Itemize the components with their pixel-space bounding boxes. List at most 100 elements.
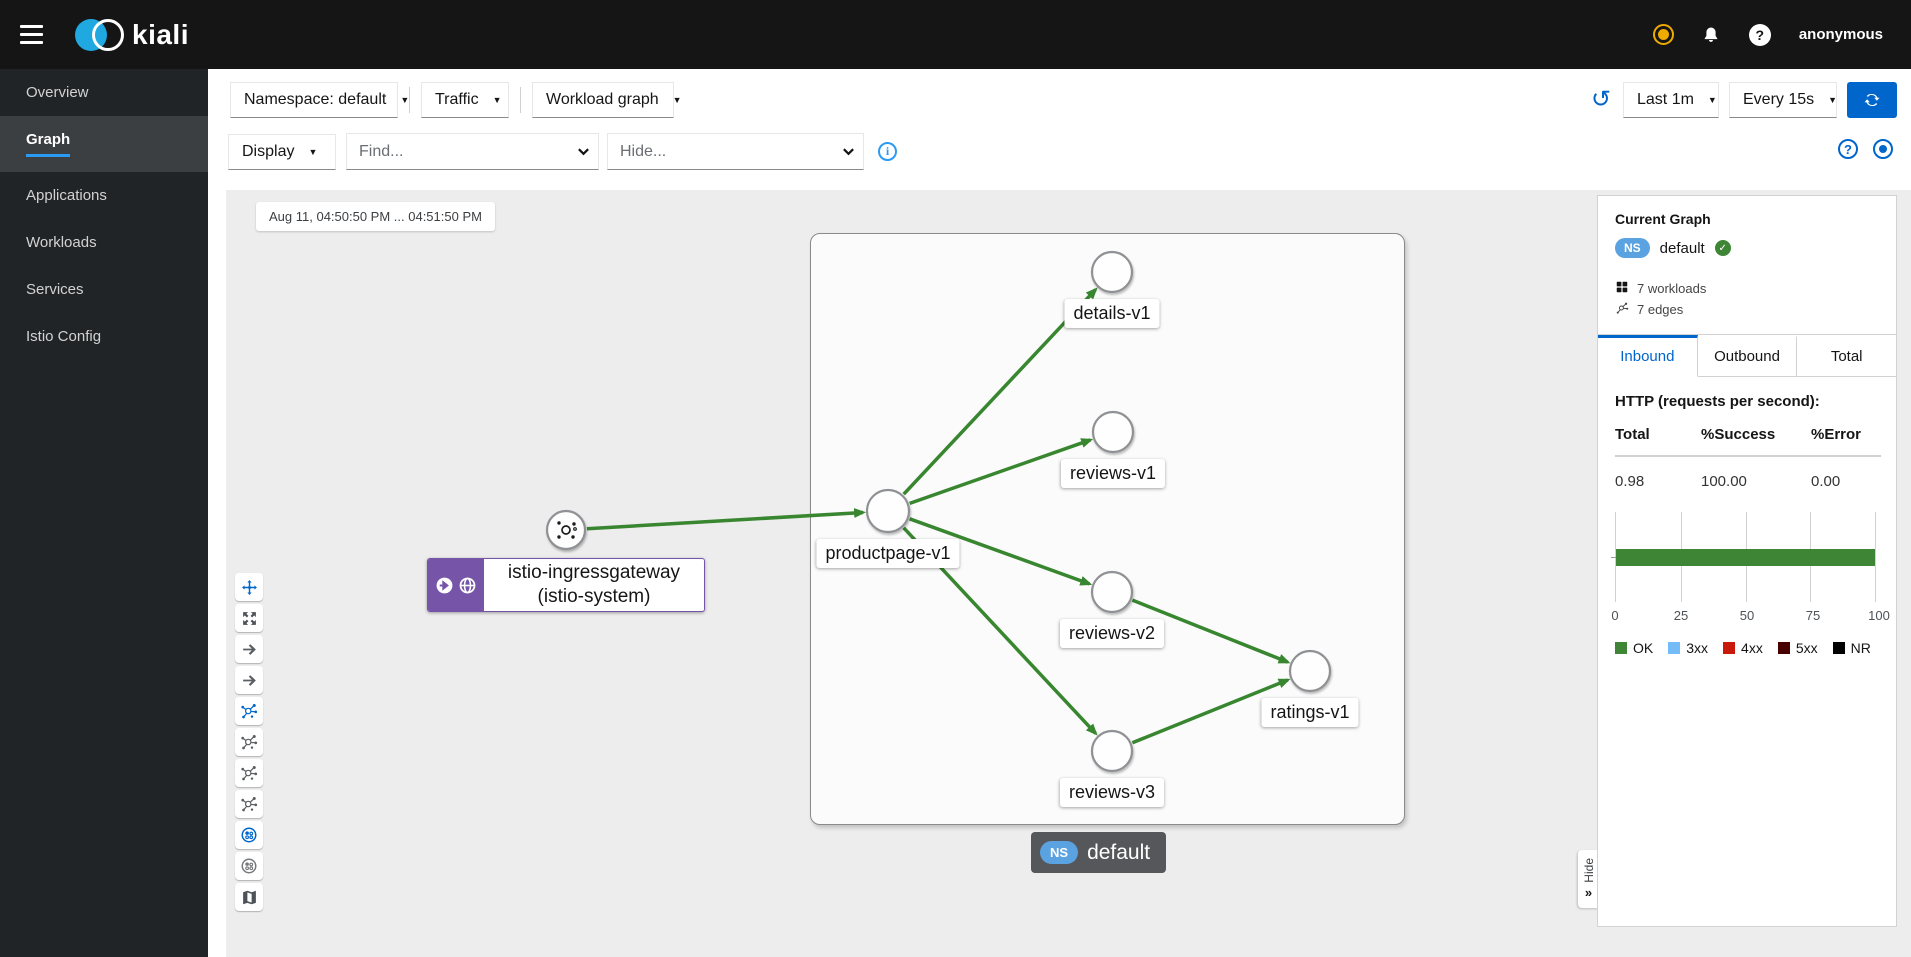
refresh-interval-dropdown[interactable]: Every 15s ▼ — [1729, 82, 1837, 118]
chevron-down-icon[interactable] — [577, 145, 590, 158]
refresh-toolbar: ↻ Last 1m ▼ Every 15s ▼ — [1591, 82, 1897, 118]
caret-down-icon: ▼ — [1828, 95, 1838, 105]
graph-toolbar-primary: Namespace: default ▼ Traffic ▼ Workload … — [230, 82, 682, 118]
find-field-wrap — [346, 133, 599, 170]
ns-badge: NS — [1615, 238, 1650, 258]
layout-dagre-button[interactable] — [235, 697, 263, 725]
panel-namespace[interactable]: default — [1659, 239, 1705, 257]
graph-node-reviews3[interactable] — [1090, 729, 1134, 773]
graph-toolbar-secondary: Display ▼ i — [228, 133, 897, 170]
time-history-icon[interactable]: ↻ — [1590, 86, 1611, 113]
tab-total[interactable]: Total — [1797, 335, 1897, 377]
graph-node-details[interactable] — [1090, 250, 1134, 294]
graph-help-toolbar: ? — [1838, 139, 1893, 159]
side-panel-collapse-tab[interactable]: Hide » — [1578, 850, 1599, 908]
notifications-bell-icon[interactable] — [1701, 25, 1721, 45]
graph-node-reviews1[interactable] — [1091, 410, 1135, 454]
menu-toggle-icon[interactable] — [20, 25, 43, 44]
traffic-bar-ok — [1616, 549, 1875, 566]
edge-arrows-button-2[interactable] — [235, 666, 263, 694]
user-menu[interactable]: anonymous — [1798, 26, 1883, 43]
tab-outbound[interactable]: Outbound — [1697, 335, 1798, 377]
minimap-button[interactable] — [235, 883, 263, 911]
stat-7-edges: 7 edges — [1615, 299, 1879, 320]
x-tick-label: 50 — [1739, 608, 1755, 623]
graph-node-label-productpage[interactable]: productpage-v1 — [816, 539, 960, 568]
namespace-value: default — [338, 91, 387, 108]
graph-node-label-ratings[interactable]: ratings-v1 — [1261, 698, 1359, 727]
graph-timestamp-badge: Aug 11, 04:50:50 PM ... 04:51:50 PM — [256, 202, 495, 231]
sidebar-item-istio-config[interactable]: Istio Config — [26, 328, 102, 345]
namespace-layout-active-button[interactable] — [235, 821, 263, 849]
zoom-to-fit-button[interactable] — [235, 604, 263, 632]
y-axis-tick — [1611, 557, 1616, 558]
double-chevron-right-icon: » — [1584, 884, 1593, 900]
graph-edge-reviews2-ratings[interactable] — [1131, 598, 1291, 664]
kiali-logo[interactable]: kiali — [75, 18, 189, 51]
find-hide-info-icon[interactable]: i — [878, 142, 897, 161]
graph-type-dropdown[interactable]: Workload graph ▼ — [532, 82, 682, 118]
cell-total: 0.98 — [1615, 473, 1645, 490]
legend-swatch — [1615, 642, 1627, 654]
http-rps-title: HTTP (requests per second): — [1615, 393, 1820, 410]
layout-breadthfirst-button[interactable] — [235, 790, 263, 818]
graph-node-ratings[interactable] — [1288, 649, 1332, 693]
graph-edge-reviews3-ratings[interactable] — [1131, 678, 1291, 745]
traffic-dropdown[interactable]: Traffic ▼ — [421, 82, 509, 118]
graph-node-label-reviews3[interactable]: reviews-v3 — [1059, 778, 1165, 807]
caret-down-icon: ▼ — [400, 95, 410, 105]
graph-edge-productpage-reviews1[interactable] — [909, 438, 1094, 506]
graph-node-label-details[interactable]: details-v1 — [1064, 299, 1160, 328]
panel-divider — [1598, 334, 1896, 335]
legend-item-nr: NR — [1832, 640, 1871, 656]
sidebar-item-graph[interactable]: Graph — [0, 116, 208, 172]
namespace-dropdown[interactable]: Namespace: default ▼ — [230, 82, 409, 118]
sidebar-item-applications[interactable]: Applications — [26, 187, 107, 204]
graph-edge-productpage-details[interactable] — [902, 287, 1098, 496]
graph-tour-icon[interactable]: ? — [1838, 139, 1858, 159]
x-tick-label: 0 — [1611, 608, 1619, 623]
sidebar-item-overview[interactable]: Overview — [26, 84, 89, 101]
graph-side-toolbar — [235, 573, 263, 911]
namespace-layout-button[interactable] — [235, 852, 263, 880]
edge-arrows-button[interactable] — [235, 635, 263, 663]
sidebar-item-services[interactable]: Services — [26, 281, 84, 298]
graph-edge-productpage-reviews2[interactable] — [909, 517, 1093, 586]
graph-reset-icon[interactable] — [1873, 139, 1893, 159]
namespace-box-badge[interactable]: NS default — [1031, 832, 1167, 873]
panel-title: Current Graph — [1615, 211, 1711, 227]
legend-item-3xx: 3xx — [1668, 640, 1708, 656]
graph-node-label-reviews2[interactable]: reviews-v2 — [1059, 619, 1165, 648]
sidebar-item-workloads[interactable]: Workloads — [26, 234, 97, 251]
sync-icon — [1864, 93, 1880, 107]
chevron-down-icon[interactable] — [842, 145, 855, 158]
display-dropdown[interactable]: Display ▼ — [228, 133, 336, 170]
caret-down-icon: ▼ — [672, 95, 682, 105]
brand-title: kiali — [132, 18, 189, 50]
hide-input[interactable] — [620, 142, 836, 161]
refresh-button[interactable] — [1847, 82, 1897, 118]
graph-node-reviews2[interactable] — [1090, 570, 1134, 614]
graph-node-gateway[interactable] — [545, 509, 587, 551]
find-input[interactable] — [359, 142, 571, 161]
col-header: %Error — [1811, 426, 1881, 457]
caret-down-icon: ▼ — [492, 95, 502, 105]
graph-edge-gateway-productpage[interactable] — [586, 508, 867, 531]
virtualservice-arrow-icon — [436, 577, 452, 593]
tab-inbound[interactable]: Inbound — [1598, 335, 1698, 377]
istio-status-icon[interactable] — [1652, 24, 1674, 45]
layout-concentric-button[interactable] — [235, 759, 263, 787]
graph-node-label-reviews1[interactable]: reviews-v1 — [1060, 459, 1166, 488]
graph-node-productpage[interactable] — [865, 488, 911, 534]
validation-check-icon: ✓ — [1714, 240, 1731, 256]
time-range-dropdown[interactable]: Last 1m ▼ — [1623, 82, 1719, 118]
pan-mode-button[interactable] — [235, 573, 263, 601]
col-header: Total — [1615, 426, 1701, 457]
help-icon[interactable]: ? — [1748, 23, 1771, 46]
graph-node-label-istio-ingressgateway[interactable]: istio-ingressgateway (istio-system) — [427, 558, 705, 612]
x-tick-label: 25 — [1673, 608, 1689, 623]
layout-grid-button[interactable] — [235, 728, 263, 756]
hide-field-wrap — [607, 133, 864, 170]
